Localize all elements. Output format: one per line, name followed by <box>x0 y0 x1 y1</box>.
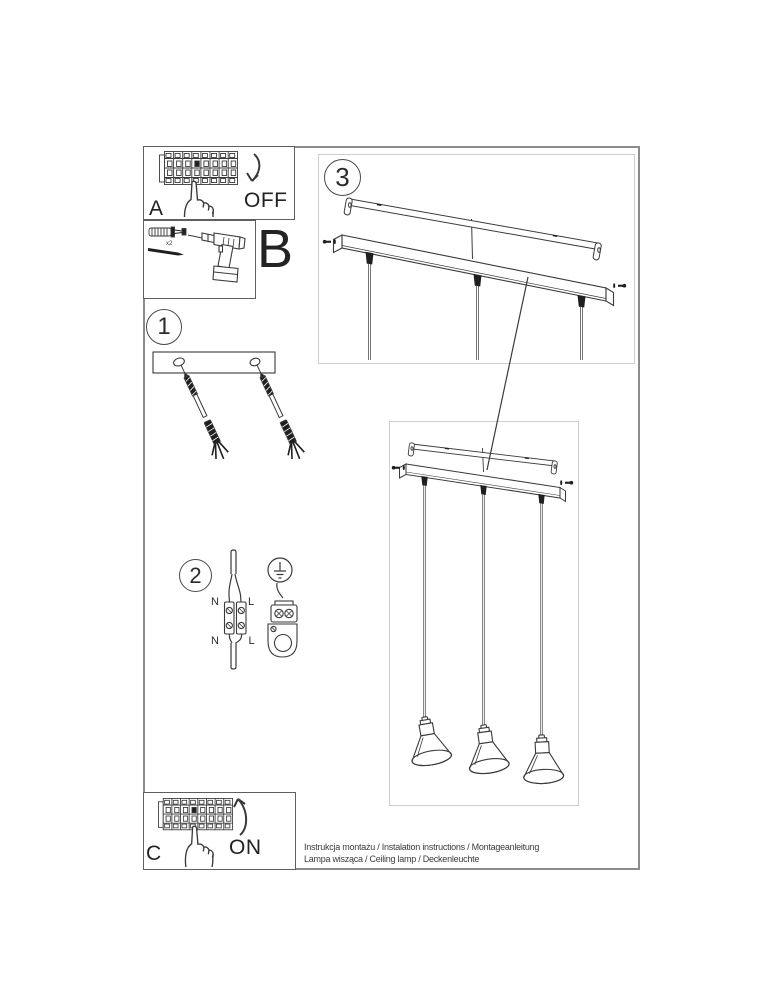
hand-icon <box>183 180 215 217</box>
footer: Instrukcja montażu / Instalation instruc… <box>304 842 539 865</box>
terminal-label-l-bottom: L <box>249 635 255 647</box>
terminal-block-icon <box>223 601 247 635</box>
ceiling-bracket-icon <box>407 442 558 475</box>
arrow-up-icon <box>233 798 248 836</box>
wiring-diagram: N L N L <box>211 549 298 670</box>
step-a-box <box>143 146 295 220</box>
step-c-label: C <box>146 842 162 865</box>
mounting-bracket-icon <box>152 351 276 374</box>
ground-terminal-icon <box>267 600 298 658</box>
step-a-label: A <box>149 197 164 220</box>
screw-icon <box>148 248 184 256</box>
assembled-lamp-illustration <box>391 442 574 786</box>
pendant-cable <box>368 264 583 360</box>
power-off-illustration <box>159 151 261 217</box>
step-c-box <box>143 792 296 870</box>
anchor-quantity: x2 <box>166 241 173 247</box>
ground-symbol-icon <box>267 557 293 583</box>
footer-line-2: Lampa wisząca / Ceiling lamp / Deckenleu… <box>304 853 480 864</box>
pendant-cable <box>423 485 543 735</box>
mounting-illustration <box>152 351 307 464</box>
power-on-illustration <box>158 797 248 867</box>
pendant-lamp-icon <box>463 721 511 777</box>
step-b-label: B <box>257 219 294 279</box>
terminal-label-l-top: L <box>248 596 254 608</box>
tools-illustration: x2 <box>148 226 246 283</box>
switch-off-label: OFF <box>244 189 288 212</box>
pendant-lamp-icon <box>520 733 565 786</box>
page-border <box>143 146 640 870</box>
switch-on-label: ON <box>229 836 262 859</box>
leader-line <box>486 276 529 471</box>
footer-line-1: Instrukcja montażu / Instalation instruc… <box>304 842 540 852</box>
assembled-lamp-box <box>389 421 579 806</box>
supply-cable-icon <box>228 549 242 603</box>
lamp-cable-icon <box>228 633 243 670</box>
drill-icon <box>187 232 246 283</box>
step-1-badge: 1 <box>146 309 182 345</box>
screw-anchor-icon <box>171 361 231 464</box>
ceiling-bracket-icon <box>343 197 602 261</box>
screw-anchor-icon <box>247 361 307 464</box>
step-3-badge: 3 <box>324 159 361 196</box>
pendant-lamp-icon <box>404 712 454 769</box>
breaker-panel-icon <box>159 151 238 185</box>
step-b-box: x2 <box>143 220 256 299</box>
canopy-mounting-illustration <box>322 197 627 360</box>
ground-wire <box>276 582 284 599</box>
step-3-box <box>318 154 635 364</box>
strain-relief-icon <box>421 476 545 504</box>
wall-plug-icon <box>148 226 187 238</box>
step-2-badge: 2 <box>179 559 212 592</box>
arrow-down-icon <box>246 153 261 182</box>
breaker-panel-icon <box>158 797 234 831</box>
terminal-label-n-top: N <box>211 596 219 608</box>
terminal-label-n-bottom: N <box>211 635 219 647</box>
canopy-icon <box>332 234 615 307</box>
strain-relief-icon <box>365 251 586 308</box>
hand-icon <box>184 825 214 867</box>
